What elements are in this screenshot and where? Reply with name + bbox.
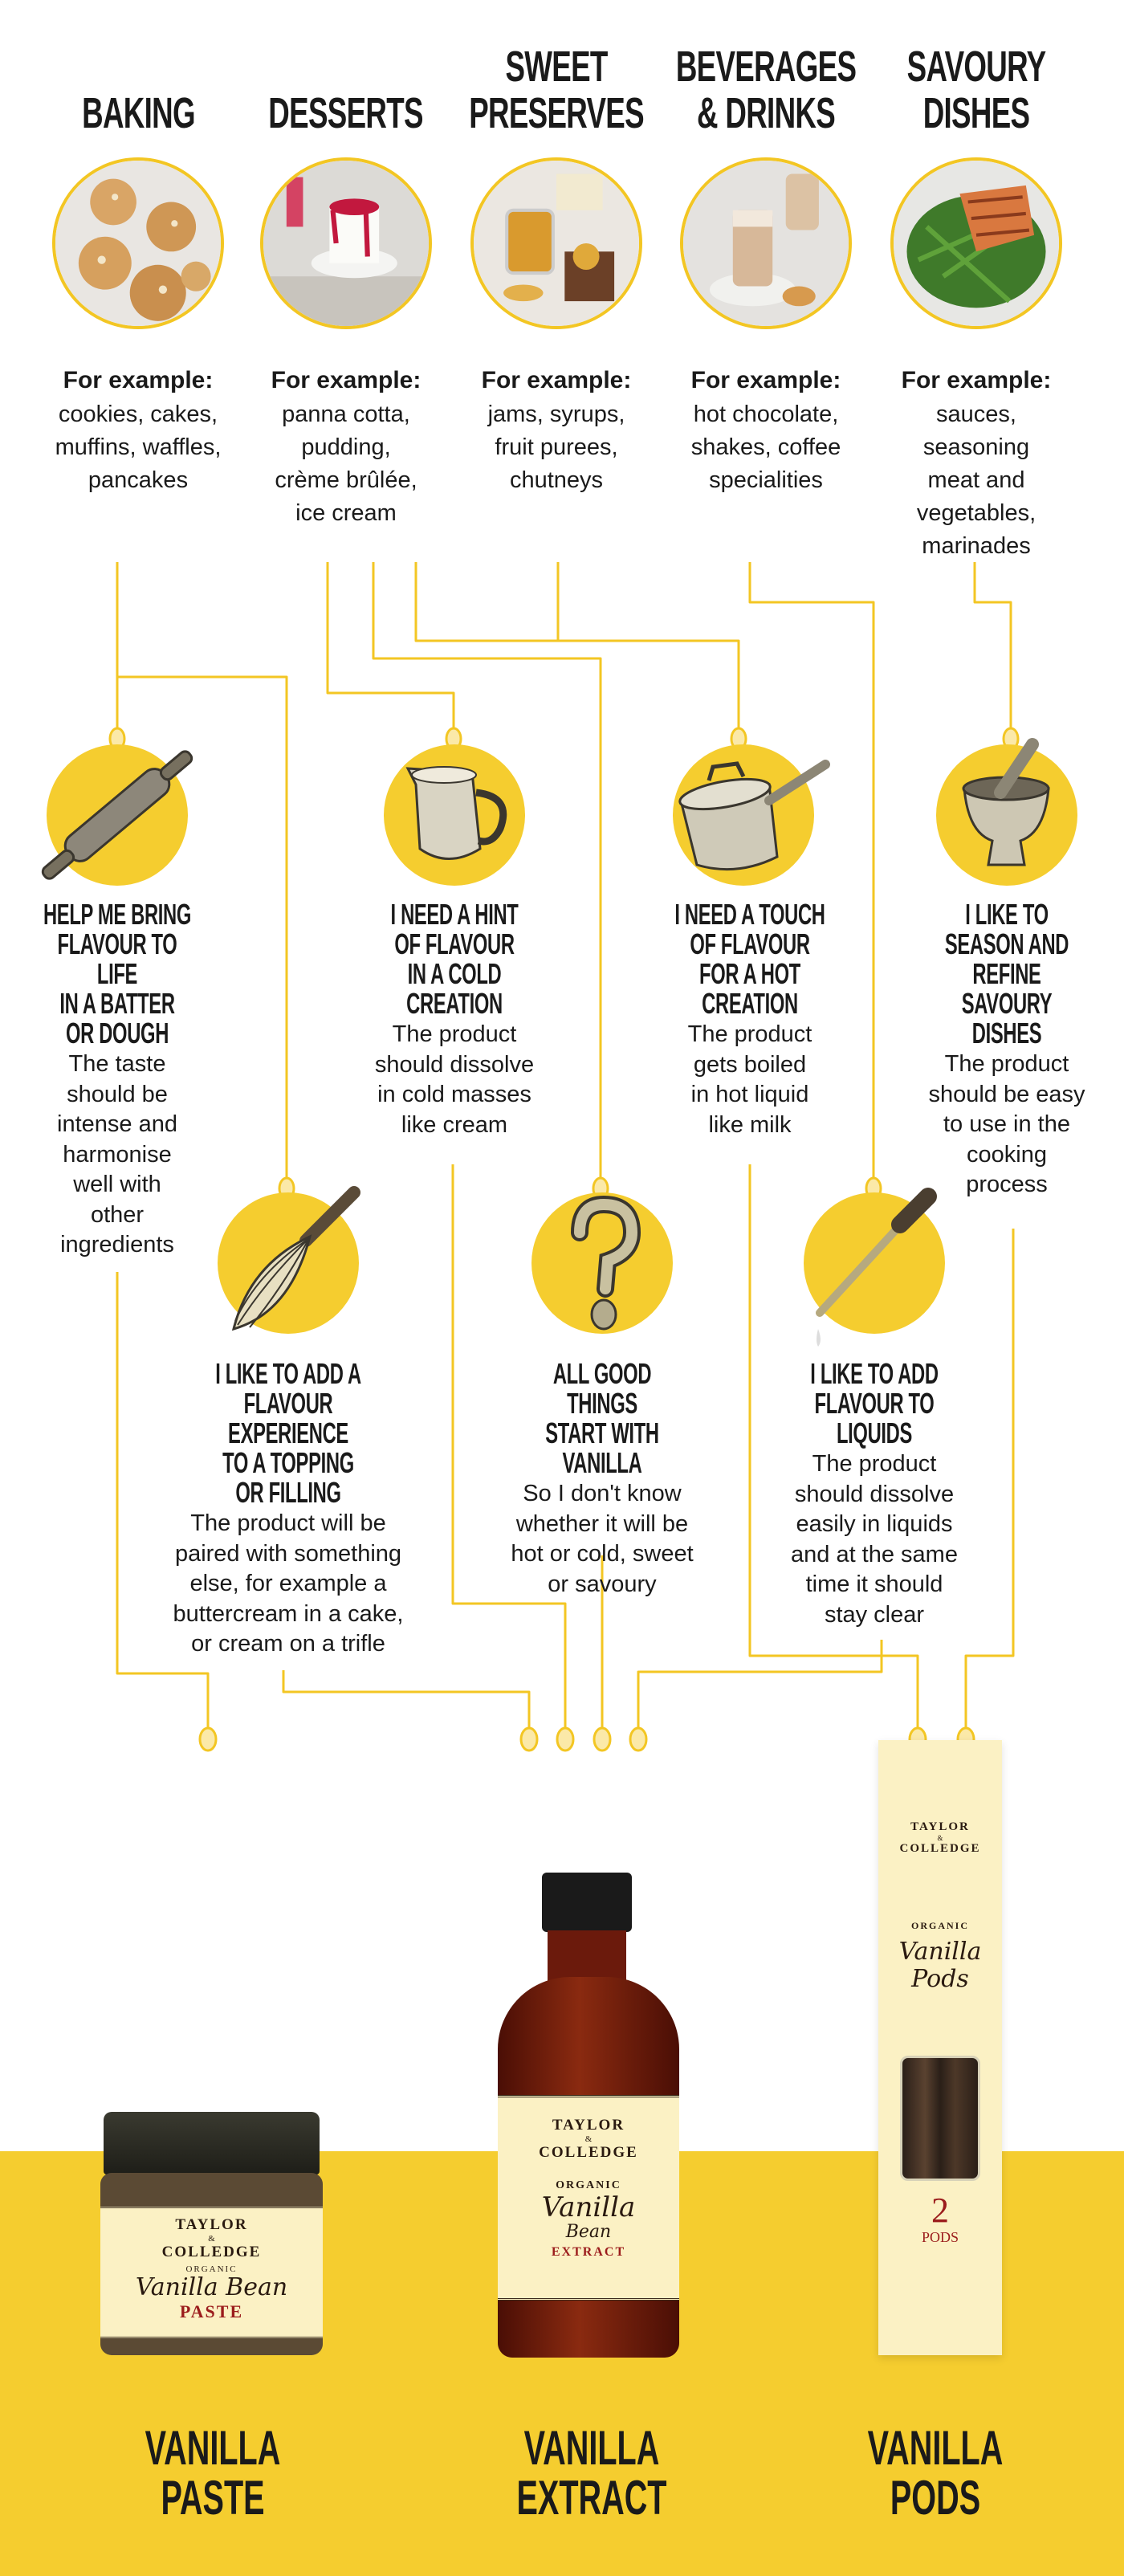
examples-savoury: For example:sauces, seasoning meat and v… <box>901 367 1052 559</box>
examples-sweet-preserves: For example:jams, syrups, fruit purees, … <box>481 367 632 493</box>
connector-whisk-paste <box>282 1670 531 1728</box>
connector-dropper-extract <box>637 1640 883 1728</box>
rolling-pin-icon <box>41 744 193 886</box>
examples-desserts: For example:panna cotta, pudding, crème … <box>271 367 422 526</box>
need-cold-creation: I NEED A HINT OF FLAVOUR IN A COLD CREAT… <box>374 898 535 1138</box>
preserves-photo <box>470 157 642 329</box>
jar-label: TAYLOR & COLLEDGE ORGANIC Vanilla Bean P… <box>100 2206 323 2339</box>
connector-end-dot <box>556 1726 575 1752</box>
vanilla-pods-box[interactable]: TAYLOR & COLLEDGE ORGANIC Vanilla Pods 2… <box>878 1740 1002 2355</box>
connector-end-dot <box>593 1726 612 1752</box>
connector-preserves-saucepan <box>414 562 740 737</box>
product-name-vanilla-paste: VANILLA PASTE <box>145 2421 281 2525</box>
connector-desserts-pitcher <box>326 562 455 737</box>
connector-mortar-pods <box>964 1229 1015 1728</box>
connector-desserts-question <box>372 562 602 1187</box>
product-name-vanilla-pods: VANILLA PODS <box>867 2421 1004 2525</box>
connector-end-dot <box>519 1726 539 1752</box>
need-savoury-dishes: I LIKE TO SEASON AND REFINE SAVOURY DISH… <box>928 898 1085 1197</box>
need-topping-filling: I LIKE TO ADD A FLAVOUR EXPERIENCE TO A … <box>173 1357 404 1657</box>
need-hot-creation: I NEED A TOUCH OF FLAVOUR FOR A HOT CREA… <box>674 898 825 1138</box>
category-heading-desserts: DESSERTS <box>268 89 424 137</box>
salmon-dish-photo <box>890 157 1062 329</box>
connector-savoury-mortar <box>973 562 1012 737</box>
connector-rolling-pin-paste <box>116 1272 210 1728</box>
category-heading-sweet-preserves: SWEET PRESERVES <box>469 43 644 137</box>
vanilla-paste-jar[interactable]: TAYLOR & COLLEDGE ORGANIC Vanilla Bean P… <box>100 2112 323 2355</box>
connector-end-dot <box>629 1726 648 1752</box>
beverages-photo <box>680 157 852 329</box>
jar-lid <box>104 2112 320 2175</box>
category-heading-beverages: BEVERAGES & DRINKS <box>675 43 857 137</box>
product-name-vanilla-extract: VANILLA EXTRACT <box>516 2421 667 2525</box>
pods-window <box>900 2056 980 2181</box>
connector-lines <box>108 562 1020 1752</box>
mortar-pestle-icon <box>936 738 1077 886</box>
whisk-icon <box>218 1186 360 1334</box>
category-heading-baking: BAKING <box>81 89 195 137</box>
examples-beverages: For example:hot chocolate, shakes, coffe… <box>690 367 841 493</box>
cookies-photo <box>52 157 224 329</box>
examples-baking: For example:cookies, cakes, muffins, waf… <box>55 367 222 493</box>
connector-pitcher-extract <box>451 1164 567 1728</box>
connector-end-dot <box>198 1726 218 1752</box>
panna-cotta-photo <box>260 157 432 329</box>
connector-baking-whisk <box>117 675 288 1187</box>
connector-beverages-dropper <box>748 562 875 1187</box>
bottle-cap <box>542 1873 632 1932</box>
question-mark-icon <box>531 1192 673 1334</box>
bottle-label: TAYLOR & COLLEDGE ORGANIC Vanilla Bean E… <box>498 2095 679 2301</box>
vanilla-extract-bottle[interactable]: TAYLOR & COLLEDGE ORGANIC Vanilla Bean E… <box>498 1873 679 2358</box>
dropper-icon <box>804 1188 945 1347</box>
saucepan-icon <box>673 744 830 886</box>
connector-saucepan-pods <box>748 1164 919 1728</box>
need-batter-dough: HELP ME BRING FLAVOUR TO LIFE IN A BATTE… <box>43 898 192 1257</box>
pitcher-icon <box>384 744 525 886</box>
category-heading-savoury: SAVOURY DISHES <box>906 43 1046 137</box>
